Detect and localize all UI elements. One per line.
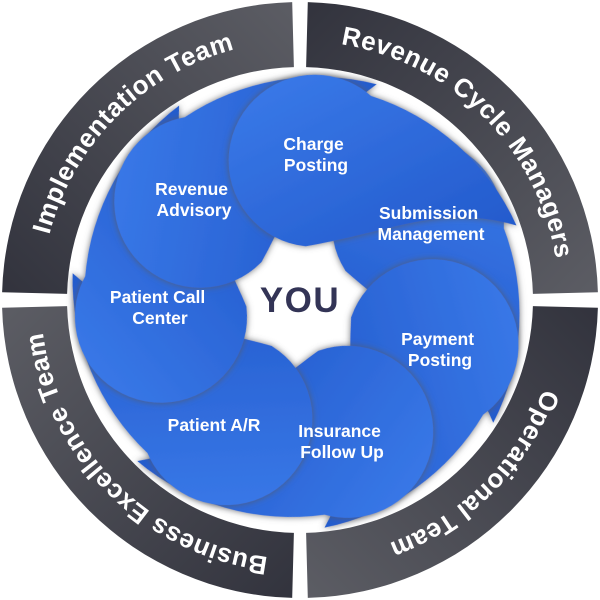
blade-label-patient-ar: Patient A/R: [168, 415, 261, 435]
center-label-you: YOU: [260, 281, 340, 320]
blade-label-patient-call-center: Patient Call Center: [110, 287, 210, 328]
blade-label-submission-management: Submission Management: [378, 203, 485, 244]
ring-segment-revenue-cycle-managers: [306, 2, 598, 294]
blade-label-revenue-advisory: Revenue Advisory: [155, 179, 233, 220]
ring-segment-implementation-team: [2, 2, 294, 294]
blade-label-charge-posting: Charge Posting: [283, 134, 348, 175]
blade-label-insurance-follow-up: Insurance Follow Up: [298, 421, 386, 462]
ring-segment-business-excellence-team: [2, 306, 294, 598]
blade-labels: Charge Posting Submission Management Pay…: [110, 134, 485, 462]
ring-segment-operational-team: [306, 306, 598, 598]
blade-label-payment-posting: Payment Posting: [401, 329, 479, 370]
